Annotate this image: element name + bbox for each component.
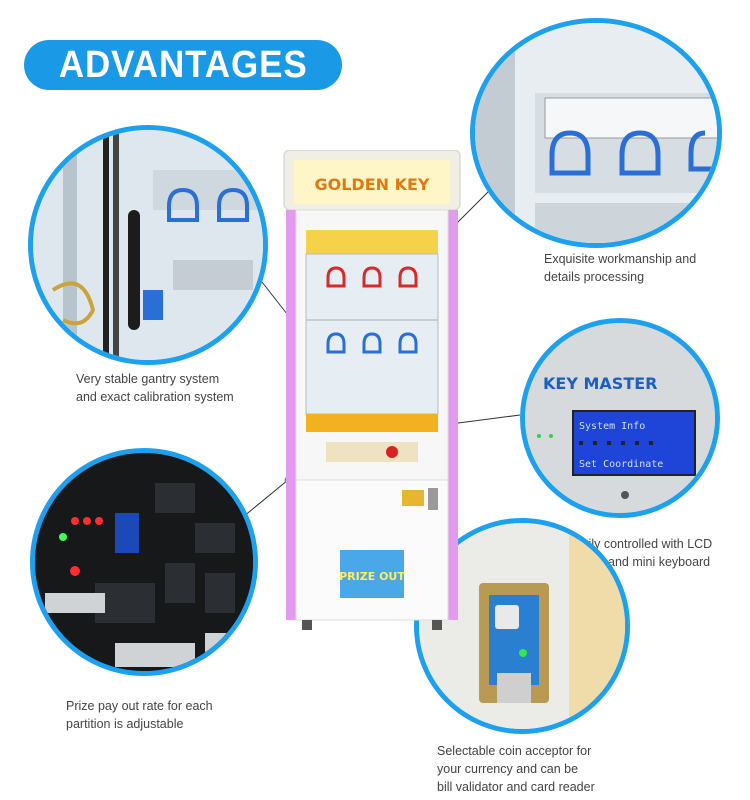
marquee-logo: GOLDEN KEY (314, 175, 429, 194)
title-banner: ADVANTAGES (24, 40, 342, 90)
lcd-detail-photo: KEY MASTER System Info Set Coordinate (520, 318, 720, 518)
gantry-detail-photo (28, 125, 268, 365)
caption-coin: Selectable coin acceptor for your curren… (437, 744, 595, 794)
lcd-brand: KEY MASTER (543, 374, 657, 393)
caption-workmanship: Exquisite workmanship and details proces… (544, 252, 697, 284)
caption-gantry: Very stable gantry system and exact cali… (76, 372, 234, 404)
door-logo: PRIZE OUT (339, 570, 405, 583)
lcd-menu-3: Set Coordinate (579, 459, 663, 470)
claw-machine-illustration: GOLDEN KEY PRIZE OUT (282, 149, 462, 630)
lcd-menu-1: System Info (579, 421, 645, 432)
workmanship-detail-photo (470, 18, 722, 248)
caption-payout: Prize pay out rate for each partition is… (66, 699, 213, 731)
page-title: ADVANTAGES (58, 43, 308, 86)
pcb-detail-photo (30, 448, 258, 676)
